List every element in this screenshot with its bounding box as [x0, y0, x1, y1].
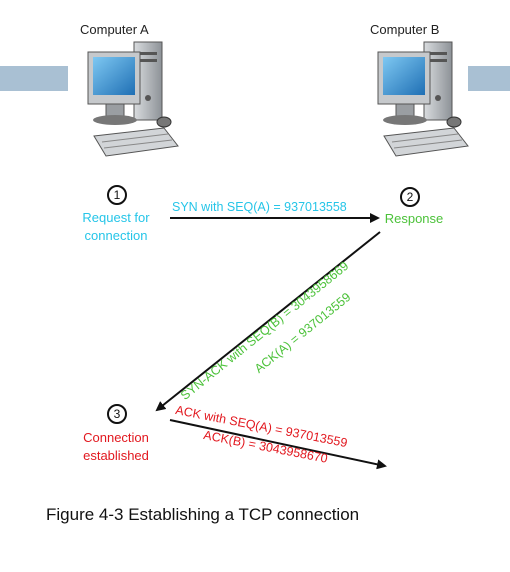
step-1-label: Request for connection [66, 209, 166, 245]
syn-ack-arrow [155, 231, 381, 412]
computer-b-icon [377, 41, 469, 157]
ack-arrow [169, 419, 387, 470]
syn-message: SYN with SEQ(A) = 937013558 [172, 200, 347, 214]
step-2-label-line1: Response [384, 211, 444, 226]
computer-a-icon [87, 41, 179, 157]
step-3-label: Connection established [64, 429, 168, 465]
figure-caption: Figure 4-3 Establishing a TCP connection [46, 505, 360, 524]
step-1-label-line1: Request for [82, 210, 150, 225]
step-3-label-line1: Connection [83, 430, 149, 445]
left-accent-bar [0, 66, 68, 91]
step-1-marker: 1 [107, 185, 127, 205]
step-1-label-line2: connection [84, 228, 148, 243]
right-accent-bar [468, 66, 510, 91]
computer-a-title: Computer A [80, 22, 149, 37]
step-3-label-line2: established [83, 448, 149, 463]
step-3-marker: 3 [107, 404, 127, 424]
computer-b-title: Computer B [370, 22, 440, 37]
step-2-marker: 2 [400, 187, 420, 207]
step-2-label: Response [374, 210, 454, 228]
